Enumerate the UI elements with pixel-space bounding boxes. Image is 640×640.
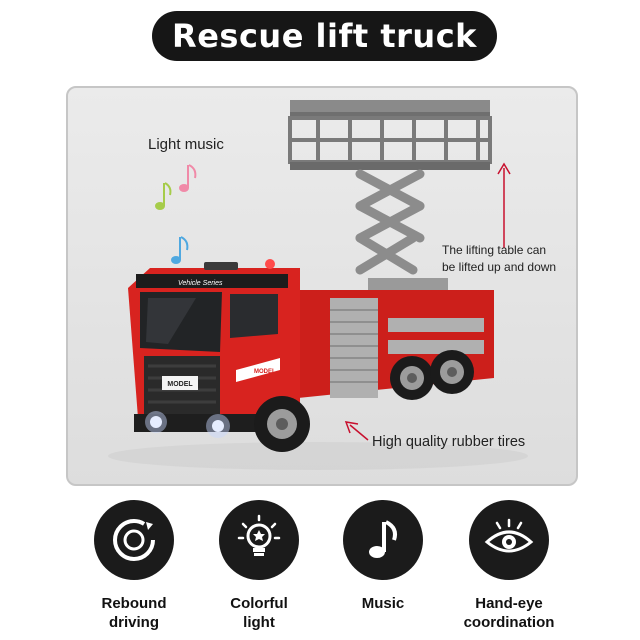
- feature-music: Music: [318, 500, 448, 613]
- tire: [430, 350, 474, 394]
- feature-rebound-driving: Rebound driving: [69, 500, 199, 632]
- door-badge: MODEL: [254, 369, 276, 375]
- feature-label-line1: Colorful: [230, 595, 288, 612]
- lifting-callout-line1: The lifting table can: [442, 243, 547, 257]
- music-note-icon: [343, 500, 423, 580]
- feature-colorful-light: Colorful light: [194, 500, 324, 632]
- light-bulb-icon: [219, 500, 299, 580]
- feature-label-line2: coordination: [463, 614, 555, 631]
- eye-icon: [469, 500, 549, 580]
- feature-label-line1: Hand-eye: [475, 595, 543, 612]
- rebound-icon: [94, 500, 174, 580]
- feature-label-line1: Rebound: [101, 595, 167, 612]
- lift-arrow-icon: [497, 162, 511, 248]
- visor-text: Vehicle Series: [178, 280, 223, 287]
- title-banner: Rescue lift truck: [152, 11, 497, 61]
- page-title: Rescue lift truck: [172, 17, 477, 55]
- lift-platform: [288, 100, 492, 170]
- light-music-callout: Light music: [148, 136, 224, 153]
- lifting-table-callout: The lifting table can be lifted up and d…: [442, 242, 556, 276]
- feature-label-line1: Music: [361, 595, 405, 612]
- grille-badge: MODEL: [167, 381, 193, 388]
- rubber-tires-callout: High quality rubber tires: [372, 434, 526, 450]
- scissor-lift: [355, 169, 425, 275]
- music-notes-icon: [155, 164, 197, 264]
- feature-icons-row: Rebound driving Colorful light: [0, 500, 640, 640]
- tire: [390, 356, 434, 400]
- product-image-panel: Vehicle Series MODEL MODEL: [66, 86, 578, 486]
- fire-truck: Vehicle Series MODEL MODEL: [128, 259, 494, 452]
- lifting-callout-line2: be lifted up and down: [442, 260, 557, 274]
- fire-truck-illustration: Vehicle Series MODEL MODEL: [108, 100, 528, 470]
- tire-arrow-icon: [344, 421, 369, 441]
- tire: [254, 396, 310, 452]
- feature-hand-eye-coordination: Hand-eye coordination: [444, 500, 574, 632]
- feature-label-line2: light: [243, 614, 275, 631]
- feature-label-line2: driving: [108, 614, 159, 631]
